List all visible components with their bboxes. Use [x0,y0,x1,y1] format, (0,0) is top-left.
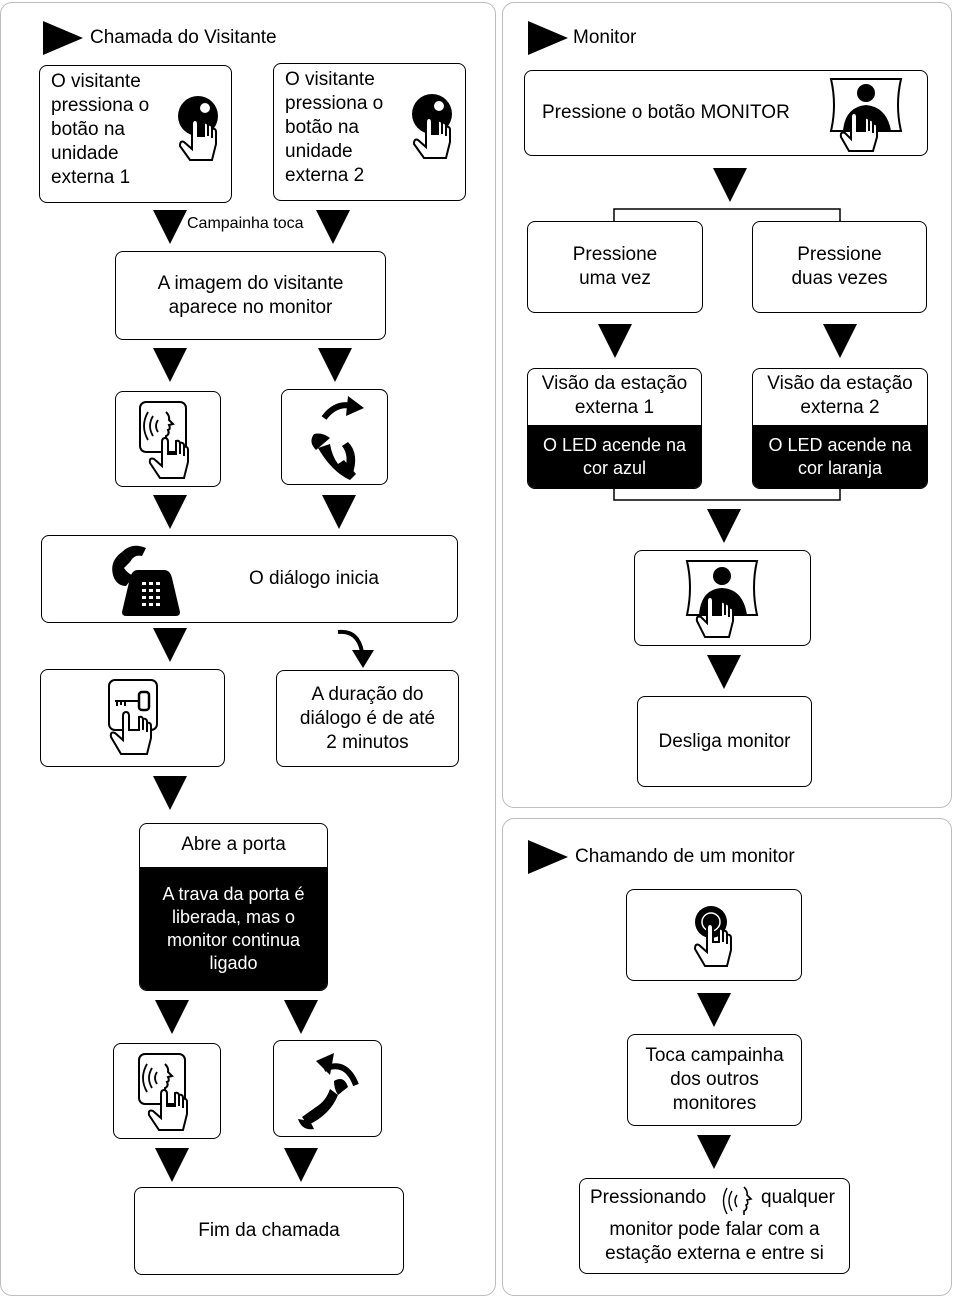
open-door-description: A trava da porta é liberada, mas o monit… [140,867,327,990]
talk-button-box [115,391,221,487]
dialog-duration-text: A duração do diálogo é de até 2 minutos [299,683,436,753]
down-arrow-icon [153,210,187,244]
press-monitor-box: Pressione o botão MONITOR [524,70,928,156]
down-arrow-icon [318,348,352,382]
dialog-duration-box: A duração do diálogo é de até 2 minutos [276,670,459,767]
down-arrow-icon [322,495,356,529]
press-button-icon [178,96,218,161]
external-unit-2-box: O visitante pressiona o botão na unidade… [273,63,466,201]
down-arrow-icon [155,1148,189,1182]
down-arrow-icon [153,628,187,662]
monitor-button-box [634,550,811,646]
view-ext2-text: Visão da estação externa 2 [767,373,913,418]
pressing-prefix-text: Pressionando [590,1187,707,1208]
view-ext1-text: Visão da estação externa 1 [541,373,688,418]
led-orange-text: O LED acende na cor laranja [753,425,927,488]
open-door-title: Abre a porta [181,834,286,855]
calling-from-monitor-title: Chamando de um monitor [575,846,795,867]
down-arrow-icon [713,168,747,202]
led-blue-text: O LED acende na cor azul [528,425,701,488]
bell-rings-label: Campainha toca [187,215,304,232]
down-arrow-icon [153,495,187,529]
press-button-icon [412,94,452,159]
talk-button-icon [139,401,189,479]
down-arrow-icon [707,655,741,689]
down-arrow-icon [697,1135,731,1169]
monitor-view-icon [685,560,759,638]
rings-others-text: Toca campainha dos outros monitores [645,1045,784,1114]
external-unit-1-text: O visitante pressiona o botão na unidade… [51,71,150,188]
open-door-box: Abre a porta A trava da porta é liberada… [139,823,328,991]
intercom-talk-box: Pressionando qualquer monitor pode falar… [579,1178,850,1274]
press-once-box: Pressione uma vez [527,221,703,313]
down-arrow-icon [284,1148,318,1182]
view-ext1-box: Visão da estação externa 1 O LED acende … [527,368,702,489]
turn-off-box: Desliga monitor [637,696,812,787]
end-call-box: Fim da chamada [134,1187,404,1275]
dialog-starts-text: O diálogo inicia [249,568,379,589]
call-button-box [626,889,802,981]
turn-off-text: Desliga monitor [658,730,791,752]
hang-up-handset-box [273,1040,382,1137]
down-arrow-icon [153,776,187,810]
down-arrow-icon [284,1000,318,1034]
section-arrow-icon [528,840,568,874]
end-call-text: Fim da chamada [198,1220,340,1241]
talk-button-icon [138,1053,188,1131]
lift-handset-icon [311,396,364,480]
talk-button-box-2 [113,1043,221,1139]
visitor-call-title: Chamada do Visitante [90,27,277,48]
lift-handset-box [281,389,388,485]
pressing-suffix-text: qualquer [761,1187,835,1208]
press-twice-text: Pressione duas vezes [791,244,888,289]
monitor-panel [502,2,952,808]
down-arrow-icon [697,993,731,1027]
talk-icon [722,1186,753,1215]
key-button-icon [108,679,158,755]
external-unit-2-text: O visitante pressiona o botão na unidade… [285,69,384,186]
down-arrow-icon [153,348,187,382]
rings-others-box: Toca campainha dos outros monitores [627,1034,802,1126]
external-unit-1-box: O visitante pressiona o botão na unidade… [39,65,232,203]
down-arrow-icon [316,210,350,244]
curved-arrow-icon [337,629,374,668]
telephone-icon [112,545,180,616]
door-release-button-box [40,669,225,767]
branch-connector [613,208,841,223]
monitor-title: Monitor [573,27,637,48]
down-arrow-icon [823,324,857,358]
press-button-icon [693,906,732,967]
section-arrow-icon [528,21,568,55]
hang-up-handset-icon [298,1053,359,1130]
image-appears-text: A imagem do visitante aparece no monitor [157,272,344,318]
press-once-text: Pressione uma vez [572,244,658,289]
section-arrow-icon [43,21,83,55]
press-monitor-text: Pressione o botão MONITOR [542,102,790,123]
down-arrow-icon [155,1000,189,1034]
view-ext2-box: Visão da estação externa 2 O LED acende … [752,368,928,489]
down-arrow-icon [707,509,741,543]
dialog-starts-box: O diálogo inicia [41,535,458,623]
image-appears-box: A imagem do visitante aparece no monitor [115,251,386,340]
merge-connector [613,488,841,501]
pressing-rest-text: monitor pode falar com a estação externa… [605,1219,824,1264]
press-twice-box: Pressione duas vezes [752,221,927,313]
monitor-view-icon [829,78,903,152]
down-arrow-icon [598,324,632,358]
